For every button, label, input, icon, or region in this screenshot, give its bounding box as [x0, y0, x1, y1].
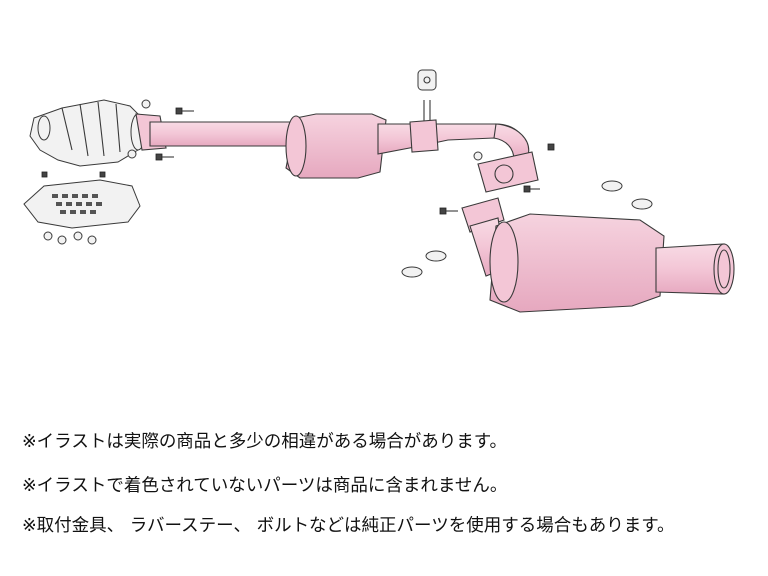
- tail-pipe-icon: [655, 243, 735, 295]
- catalytic-converter-icon: [29, 99, 146, 167]
- disclaimer-genuine-parts: ※取付金具、 ラバーステー、 ボルトなどは純正パーツを使用する場合もあります。: [22, 516, 675, 536]
- disclaimer-illustration-difference: ※イラストは実際の商品と多少の相違がある場合があります。: [22, 432, 508, 452]
- rubber-hanger-icon: [409, 69, 439, 153]
- silencer-icon: [285, 113, 387, 179]
- exhaust-system-diagram: [23, 69, 735, 313]
- nut-icon: [43, 99, 483, 245]
- silencer-icon: [489, 213, 665, 313]
- bolt-icon: [41, 107, 555, 215]
- heat-shield-icon: [23, 179, 141, 229]
- gasket-icon: [401, 151, 653, 278]
- disclaimer-uncolored-parts: ※イラストで着色されていないパーツは商品に含まれません。: [22, 476, 508, 496]
